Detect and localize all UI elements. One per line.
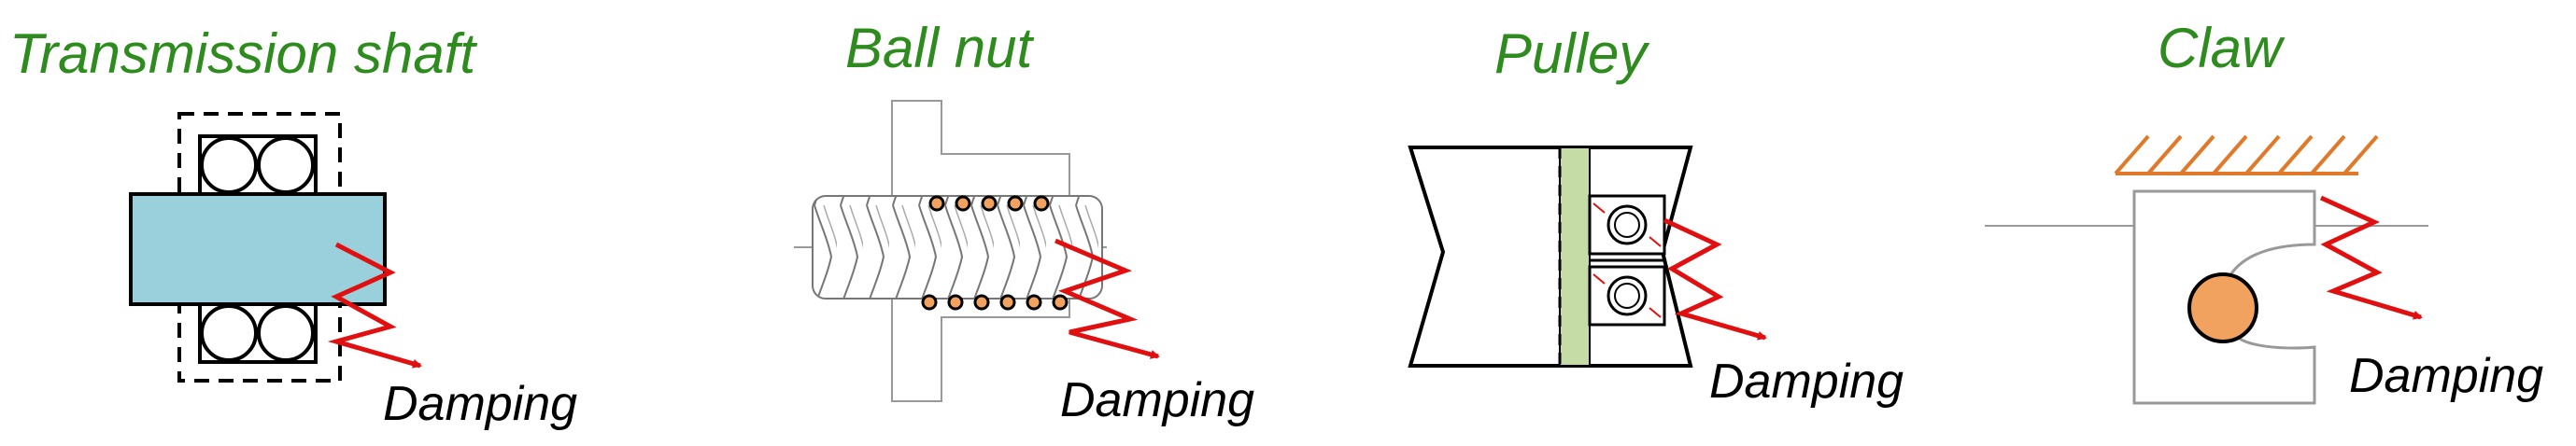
damping-label: Damping bbox=[1709, 355, 1904, 409]
panel-pulley: Pulley Damping bbox=[1408, 22, 1904, 409]
claw-ball bbox=[2187, 272, 2258, 343]
pulley-body bbox=[1408, 146, 1693, 368]
damping-spring-arrow bbox=[1663, 217, 1767, 341]
damping-spring-arrow bbox=[2319, 195, 2423, 320]
damping-label: Damping bbox=[383, 377, 577, 431]
damping-spring-arrow bbox=[1054, 238, 1160, 359]
panel-title: Claw bbox=[2158, 17, 2286, 79]
upper-bearing bbox=[1588, 194, 1666, 256]
panel-claw: Claw Damping bbox=[1985, 17, 2543, 405]
panel-transmission-shaft: Transmission shaft Damping bbox=[9, 22, 577, 431]
panel-ball-nut: Ball nut Damping bbox=[794, 17, 1254, 427]
panel-title: Ball nut bbox=[845, 17, 1034, 79]
damping-label: Damping bbox=[2349, 349, 2543, 403]
lead-screw bbox=[812, 195, 1103, 300]
top-bearing bbox=[198, 134, 318, 196]
bottom-bearing bbox=[198, 302, 318, 364]
lower-bearing bbox=[1588, 265, 1666, 327]
panel-title: Pulley bbox=[1494, 22, 1650, 85]
balls-bottom bbox=[921, 294, 1069, 311]
damping-spring-arrow bbox=[327, 242, 422, 369]
pulley-sleeve bbox=[1559, 146, 1591, 367]
panel-title: Transmission shaft bbox=[9, 22, 477, 85]
fixed-ground bbox=[2114, 134, 2379, 175]
balls-top bbox=[928, 195, 1050, 212]
damping-label: Damping bbox=[1060, 373, 1254, 427]
